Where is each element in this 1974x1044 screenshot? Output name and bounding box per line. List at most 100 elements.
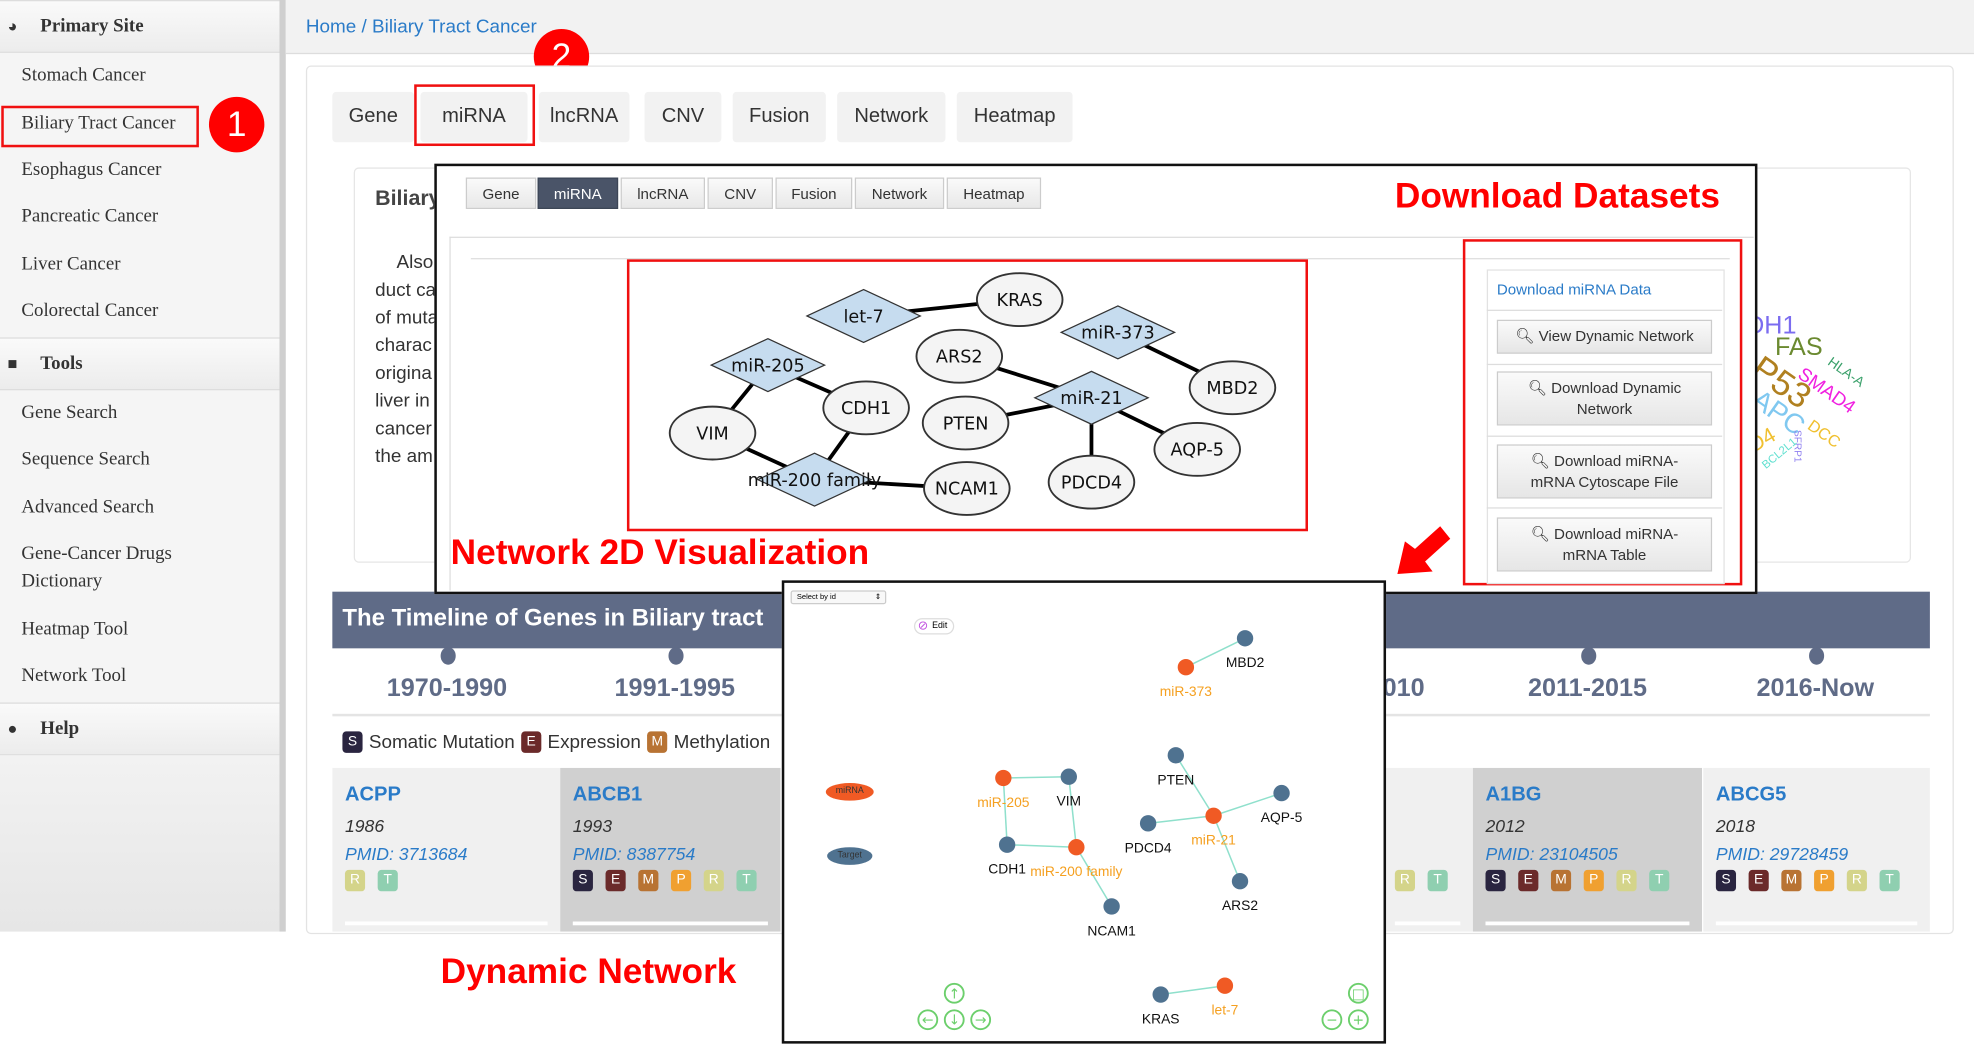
badge-t[interactable]: T [377,869,398,892]
timeline-marker[interactable] [440,647,456,665]
gene-name[interactable]: ABCG5 [1715,784,1787,806]
timeline-period[interactable]: 2016-Now [1756,674,1875,703]
gene-name[interactable]: ACPP [344,784,401,806]
badge-e[interactable]: E [1518,869,1539,892]
badge-r[interactable]: R [703,869,724,892]
mirna-node[interactable]: miR-373 [1160,659,1213,699]
timeline-period[interactable]: 2011-2015 [1527,674,1647,703]
sidebar-item-biliary-tract-cancer[interactable]: Biliary Tract Cancer [21,113,176,134]
sidebar-item-esophagus-cancer[interactable]: Esophagus Cancer [21,159,162,181]
gene-pmid[interactable]: PMID: 29728459 [1715,843,1849,864]
edit-button[interactable]: ⊘Edit [913,618,955,635]
network-node[interactable]: PDCD4 [1047,454,1136,510]
gene-pmid[interactable]: PMID: 23104505 [1485,843,1618,864]
gene-pmid[interactable]: PMID: 8387754 [572,843,696,864]
target-node[interactable]: VIM [1057,768,1082,809]
mirna-node[interactable]: let-7 [1211,977,1238,1018]
sidebar-item-sequence-search[interactable]: Sequence Search [21,449,150,470]
zoom-out-icon[interactable]: − [1321,1009,1343,1031]
target-node[interactable]: ARS2 [1222,873,1258,913]
network-node[interactable]: miR-21 [1033,370,1150,425]
zoom-in-icon[interactable]: + [1347,1009,1369,1031]
target-node[interactable]: CDH1 [988,836,1026,877]
badge-m[interactable]: M [638,869,659,892]
view-dynamic-network-button[interactable]: 🔍︎ View Dynamic Network [1496,319,1713,354]
target-node[interactable]: NCAM1 [1087,898,1136,938]
badge-m[interactable]: M [1550,869,1572,892]
tab-gene[interactable]: Gene [332,91,415,143]
pan-down-icon[interactable]: ↓ [943,1009,965,1031]
badge-r[interactable]: R [1616,869,1637,892]
network-node[interactable]: miR-373 [1059,305,1177,360]
inner-tab-mirna[interactable]: miRNA [537,177,619,209]
gene-pmid[interactable]: PMID: 3713684 [344,843,468,864]
inner-tab-lncrna[interactable]: lncRNA [620,177,705,209]
badge-t[interactable]: T [1879,869,1900,892]
network-node[interactable]: PTEN [921,395,1010,451]
sidebar-item-gene-cancer-drugs[interactable]: Gene-Cancer Drugs [21,543,172,564]
download-cytoscape-file-button[interactable]: 🔍︎ Download miRNA-mRNA Cytoscape File [1496,444,1713,499]
sidebar-item-network-tool[interactable]: Network Tool [21,665,127,687]
tab-cnv[interactable]: CNV [644,91,722,143]
sidebar-header-help[interactable]: ●Help [0,702,280,756]
sidebar-item-gene-search[interactable]: Gene Search [21,402,118,423]
badge-t[interactable]: T [1649,869,1670,892]
download-mirna-data-link[interactable]: Download miRNA Data [1496,280,1652,299]
tab-fusion[interactable]: Fusion [732,91,826,143]
badge-t[interactable]: T [1427,869,1448,892]
network-node[interactable]: miR-205 [709,337,827,393]
network-node[interactable]: MBD2 [1188,360,1277,416]
network-node[interactable]: AQP-5 [1153,422,1241,477]
breadcrumb[interactable]: Home / Biliary Tract Cancer [305,16,537,38]
network-node[interactable]: VIM [668,405,757,461]
sidebar-header-tools[interactable]: ■Tools [0,337,280,391]
target-node[interactable]: AQP-5 [1261,784,1303,825]
tab-heatmap[interactable]: Heatmap [956,91,1073,143]
network-2d-graph[interactable]: let-7KRASmiR-373ARS2miR-205CDH1MBD2miR-2… [629,262,1303,526]
badge-r[interactable]: R [1846,869,1867,892]
badge-r[interactable]: R [1394,869,1416,892]
target-node[interactable]: PTEN [1157,747,1194,787]
pan-left-icon[interactable]: ← [917,1009,939,1031]
badge-e[interactable]: E [605,869,626,892]
badge-s[interactable]: S [572,869,593,892]
pan-up-icon[interactable]: ↑ [943,982,965,1004]
timeline-marker[interactable] [668,647,684,665]
download-mirna-mrna-table-button[interactable]: 🔍︎ Download miRNA-mRNA Table [1496,517,1713,572]
badge-m[interactable]: M [1781,869,1802,892]
sidebar-item-stomach-cancer[interactable]: Stomach Cancer [21,65,146,86]
target-node[interactable]: MBD2 [1226,630,1264,670]
target-node[interactable]: PDCD4 [1125,815,1172,855]
network-node[interactable]: miR-200 family [748,452,881,507]
badge-p[interactable]: P [1583,869,1604,892]
pan-right-icon[interactable]: → [970,1009,992,1031]
select-by-id-dropdown[interactable]: Select by id⇕ [790,590,887,605]
timeline-period[interactable]: 1970-1990 [386,674,508,703]
mirna-node[interactable]: miR-205 [977,769,1030,810]
badge-s[interactable]: S [1715,869,1737,892]
tab-lncrna[interactable]: lncRNA [538,91,630,143]
sidebar-item-dictionary[interactable]: Dictionary [21,571,103,592]
badge-p[interactable]: P [1814,869,1835,892]
badge-s[interactable]: S [1485,869,1506,892]
mirna-node[interactable]: miR-200 family [1030,839,1123,879]
sidebar-item-advanced-search[interactable]: Advanced Search [21,497,155,518]
badge-p[interactable]: P [670,869,692,892]
sidebar-item-heatmap-tool[interactable]: Heatmap Tool [21,619,129,640]
inner-tab-network[interactable]: Network [854,177,945,209]
network-node[interactable]: KRAS [975,272,1064,327]
mirna-node[interactable]: miR-21 [1191,807,1236,848]
badge-t[interactable]: T [736,869,757,892]
network-node[interactable]: let-7 [805,288,922,344]
tab-mirna[interactable]: miRNA [420,91,528,143]
timeline-period[interactable]: 010 [1382,674,1425,703]
sidebar-header-primary-site[interactable]: ◕Primary Site [0,0,280,53]
badge-e[interactable]: E [1748,869,1769,892]
inner-tab-heatmap[interactable]: Heatmap [946,177,1042,209]
network-node[interactable]: CDH1 [822,380,910,436]
timeline-period[interactable]: 1991-1995 [614,674,735,703]
badge-r[interactable]: R [344,869,366,892]
gene-name[interactable]: A1BG [1485,784,1542,806]
inner-tab-gene[interactable]: Gene [465,177,537,209]
